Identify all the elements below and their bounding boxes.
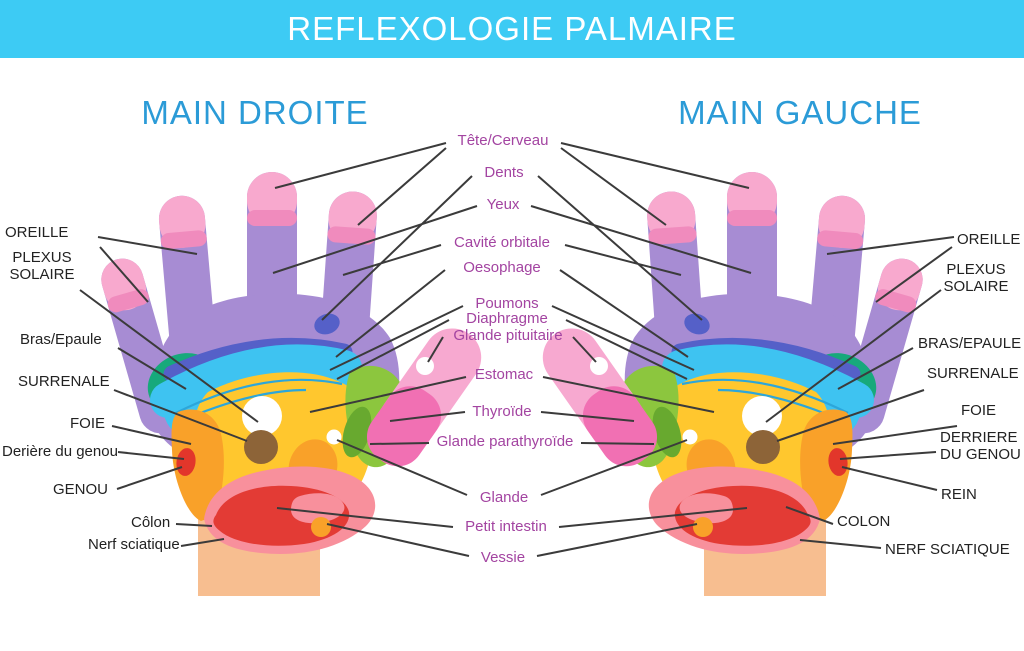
label-right-bras-epaule: BRAS/EPAULE [918, 335, 1022, 352]
label-right-plexus-solaire: PLEXUS SOLAIRE [943, 261, 1009, 295]
label-left-derriere-genou: Derière du genou [2, 443, 118, 460]
label-petit-intestin: Petit intestin [465, 518, 547, 535]
label-estomac: Estomac [474, 366, 534, 383]
label-right-colon: COLON [837, 513, 891, 530]
label-right-oreille: OREILLE [957, 231, 1021, 248]
label-left-nerf-sciatique: Nerf sciatique [88, 536, 180, 553]
label-right-foie: FOIE [961, 402, 997, 419]
label-glande: Glande [479, 489, 529, 506]
left-hand-illustration [531, 172, 927, 596]
title-banner: REFLEXOLOGIE PALMAIRE [0, 0, 1024, 58]
label-vessie: Vessie [480, 549, 526, 566]
label-right-surrenale: SURRENALE [927, 365, 1019, 382]
label-left-genou: GENOU [53, 481, 109, 498]
label-left-colon: Côlon [131, 514, 171, 531]
label-oesophage: Oesophage [463, 259, 541, 276]
left-hand-heading: MAIN GAUCHE [678, 94, 922, 131]
label-cavite-orbitale: Cavité orbitale [454, 234, 550, 251]
connector-lines [79, 142, 958, 557]
page-title: REFLEXOLOGIE PALMAIRE [287, 10, 737, 47]
label-right-rein: REIN [941, 486, 977, 503]
label-right-nerf-sciatique: NERF SCIATIQUE [885, 541, 1010, 558]
label-left-oreille: OREILLE [5, 224, 69, 241]
label-glande-parathyroide: Glande parathyroïde [436, 433, 574, 450]
label-poumons: Poumons [475, 295, 539, 312]
label-left-surrenale: SURRENALE [18, 373, 110, 390]
label-glande-pituitaire: Glande pituitaire [453, 327, 563, 344]
label-left-plexus-solaire: PLEXUS SOLAIRE [9, 249, 75, 283]
label-diaphragme: Diaphragme [466, 310, 548, 327]
label-tete-cerveau: Tête/Cerveau [457, 132, 549, 149]
label-right-derriere-genou: DERRIERE DU GENOU [940, 429, 1021, 463]
label-thyroide: Thyroïde [472, 403, 532, 420]
label-left-foie: FOIE [70, 415, 106, 432]
right-hand-heading: MAIN DROITE [141, 94, 369, 131]
label-yeux: Yeux [486, 196, 520, 213]
label-left-bras-epaule: Bras/Epaule [20, 331, 102, 348]
label-dents: Dents [484, 164, 524, 181]
